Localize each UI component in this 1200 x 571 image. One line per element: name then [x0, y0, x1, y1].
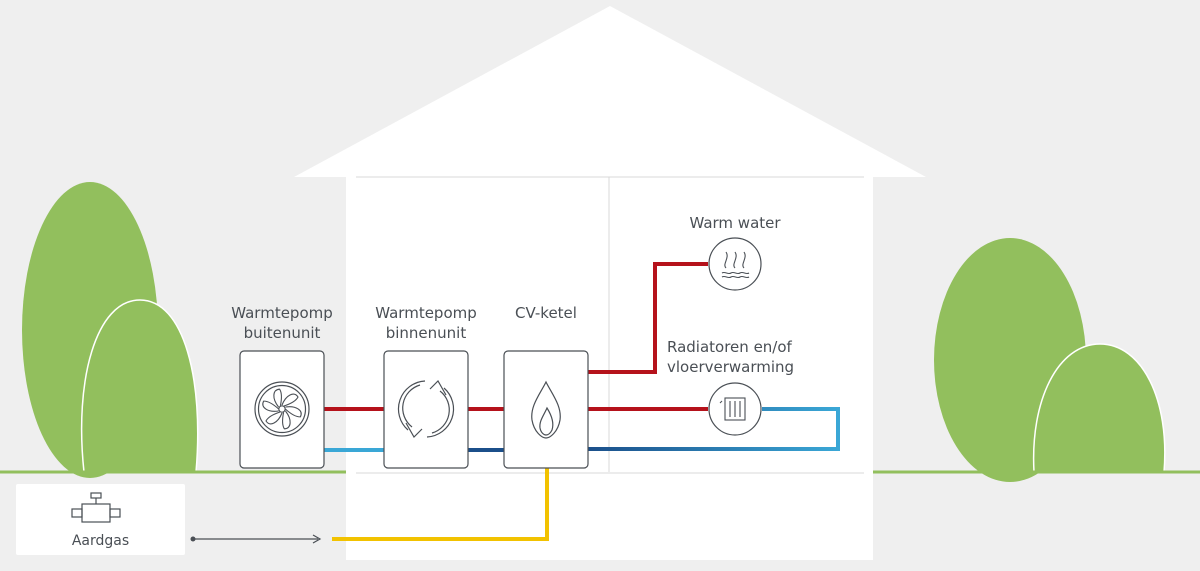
- radiators-label-line1: Radiatoren en/of: [667, 338, 792, 356]
- gas-label: Aardgas: [71, 533, 130, 549]
- indoor-unit-label-line1: Warmtepomp: [375, 304, 477, 322]
- flame-icon: [531, 380, 561, 439]
- outdoor-unit: [239, 350, 325, 469]
- warm-water-label: Warm water: [689, 214, 781, 232]
- hot-water-icon: [708, 237, 762, 291]
- outdoor-unit-label: Warmtepomp buitenunit: [222, 303, 342, 343]
- boiler-label: CV-ketel: [515, 304, 577, 322]
- indoor-unit: [383, 350, 469, 469]
- gas-box: Aardgas: [16, 484, 185, 555]
- radiators-label: Radiatoren en/of vloerverwarming: [667, 337, 827, 377]
- outdoor-unit-label-line1: Warmtepomp: [231, 304, 333, 322]
- house: [294, 6, 926, 560]
- radiator-icon: [708, 382, 762, 436]
- pipes: [190, 262, 840, 544]
- indoor-unit-label: Warmtepomp binnenunit: [366, 303, 486, 343]
- radiators-label-line2: vloerverwarming: [667, 358, 795, 376]
- indoor-unit-label-line2: binnenunit: [385, 324, 467, 342]
- gas-valve-icon: [71, 492, 121, 523]
- tree-left: [22, 182, 199, 478]
- cycle-arrows-icon: [397, 380, 455, 438]
- boiler: [503, 350, 589, 469]
- fan-icon: [254, 381, 310, 437]
- tree-right: [934, 238, 1166, 482]
- outdoor-unit-label-line2: buitenunit: [243, 324, 321, 342]
